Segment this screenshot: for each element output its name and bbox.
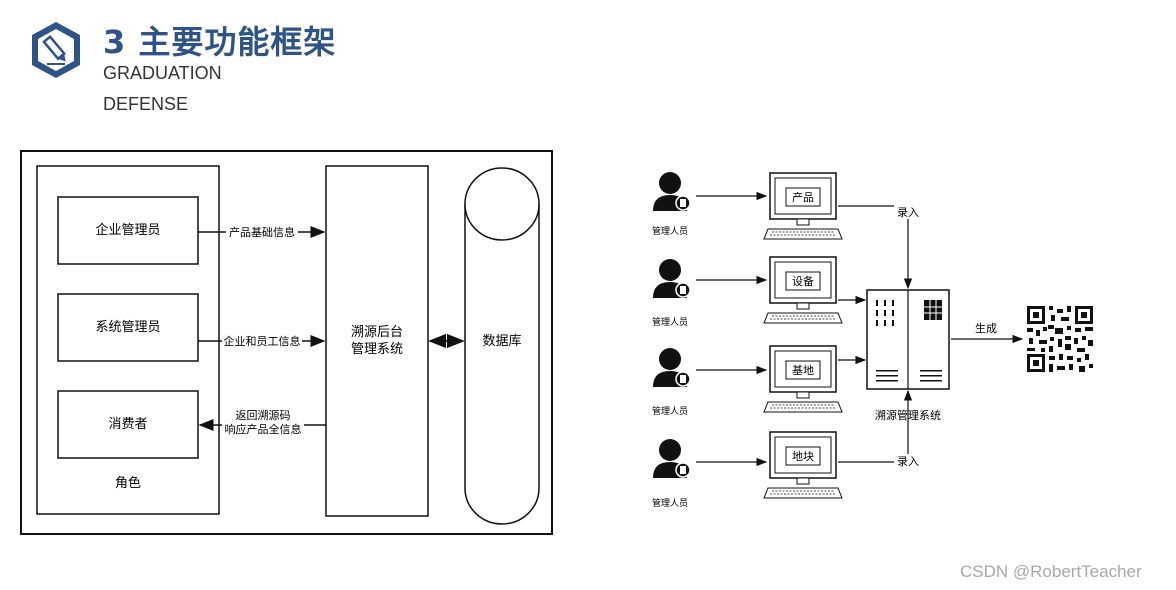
operator-2 [652,258,691,299]
terminal-label-base: 基地 [792,364,814,377]
operator-label-4: 管理人员 [652,497,688,509]
architecture-diagram: 企业管理员 系统管理员 消费者 角色 溯源后台 管理系统 数据库 产品基础信息 … [20,150,553,535]
role-consumer-label: 消费者 [108,417,147,432]
pencil-hexagon-icon [32,22,80,78]
database-label: 数据库 [482,333,521,349]
backend-system-label-2: 管理系统 [351,342,403,357]
input-label-bottom: 录入 [897,455,919,468]
flow-label-1: 产品基础信息 [229,225,295,239]
operator-label-1: 管理人员 [652,225,688,237]
operator-label-3: 管理人员 [652,405,688,417]
flow-label-3a: 返回溯源码 [236,408,291,422]
terminal-label-plot: 地块 [792,450,814,463]
page-title: 3 主要功能框架 [103,23,337,61]
backend-system-label-1: 溯源后台 [351,324,403,340]
flow-label-3b: 响应产品全信息 [225,422,302,436]
arrow-pc4-server [838,389,913,463]
operator-4 [652,438,691,479]
role-enterprise-admin [57,196,199,265]
role-enterprise-admin-label: 企业管理员 [95,222,160,238]
subtitle-line-2: DEFENSE [103,94,189,114]
roles-group [36,165,220,515]
role-consumer [57,390,199,459]
role-system-admin-label: 系统管理员 [95,320,160,335]
operator-label-2: 管理人员 [652,316,688,328]
roles-group-label: 角色 [115,475,141,491]
server-unit [866,289,950,390]
operator-3 [652,347,691,388]
database-cylinder [464,167,540,525]
operator-1 [652,171,691,212]
page-subtitle: GRADUATION DEFENSE [103,58,222,120]
subtitle-line-1: GRADUATION [103,63,222,83]
terminal-label-product: 产品 [792,190,814,204]
input-label-top: 录入 [897,206,919,219]
traceability-flow-diagram: 管理人员 管理人员 管理人员 管理人员 产品 设备 基地 地块 [652,171,1093,509]
output-label: 生成 [975,321,997,335]
flow-label-2: 企业和员工信息 [224,334,301,348]
watermark: CSDN @RobertTeacher [960,562,1142,581]
backend-system [325,165,429,517]
qr-code-icon [1027,306,1093,372]
role-system-admin [57,293,199,362]
diagram-frame [20,150,553,535]
terminal-label-device: 设备 [792,274,814,288]
